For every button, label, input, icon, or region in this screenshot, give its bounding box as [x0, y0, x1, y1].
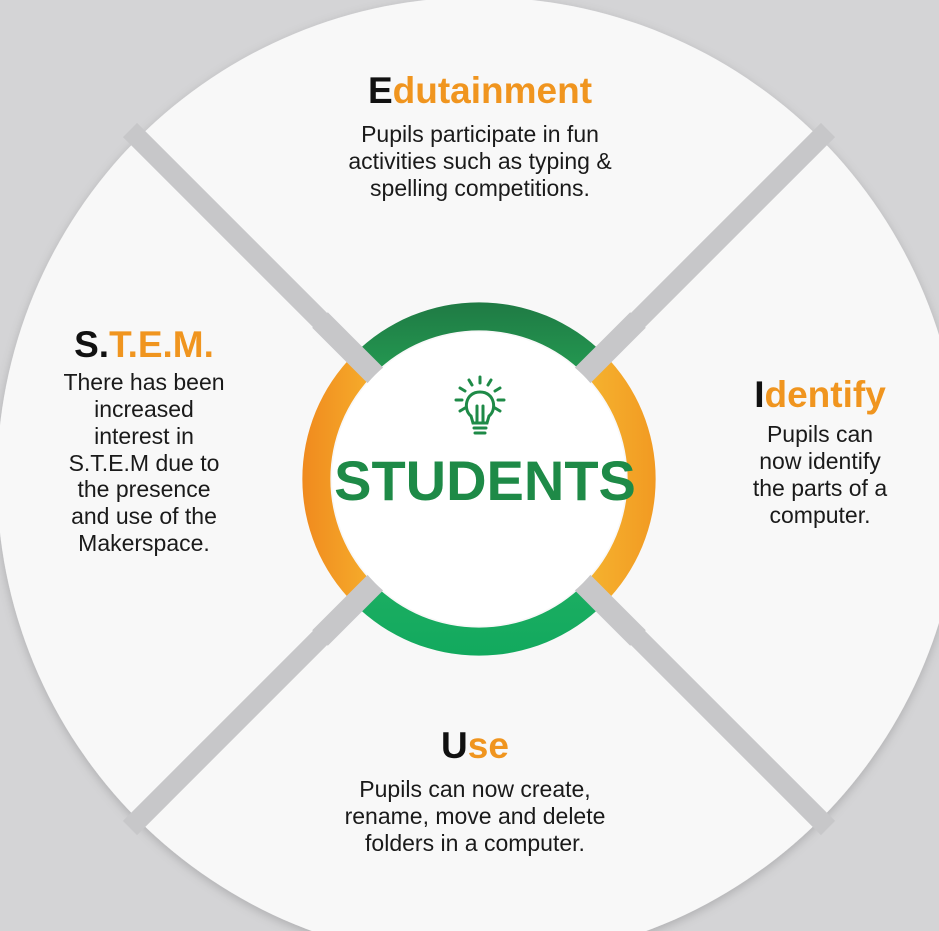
- heading-initial: S.: [74, 324, 110, 365]
- description-line: Pupils participate in fun: [361, 120, 599, 147]
- segment-heading: S.T.E.M.: [40, 324, 248, 365]
- ring-segment-left: [302, 354, 374, 604]
- segment-use: Use Pupils can now create, rename, move …: [290, 725, 660, 857]
- heading-rest: T.E.M.: [109, 324, 214, 365]
- description-line: There has been: [63, 368, 225, 395]
- segment-heading: Identify: [720, 374, 920, 415]
- ring-segment-top: [354, 302, 604, 374]
- segment-identify: Identify Pupils can now identify the par…: [720, 374, 920, 529]
- description-line: rename, move and delete: [344, 802, 606, 829]
- segment-edutainment: Edutainment Pupils participate in fun ac…: [280, 70, 680, 202]
- heading-rest: se: [467, 725, 509, 766]
- ring-segment-right: [584, 354, 656, 604]
- ring-segment-bottom: [354, 584, 604, 656]
- description-line: now identify: [759, 447, 881, 474]
- segment-description: Pupils can now create, rename, move and …: [290, 776, 660, 857]
- description-line: Makerspace.: [78, 530, 210, 557]
- description-line: spelling competitions.: [370, 174, 590, 201]
- heading-rest: dutainment: [392, 70, 593, 111]
- heading-initial: E: [367, 70, 393, 111]
- description-line: Pupils can now create,: [359, 775, 591, 802]
- description-line: the parts of a: [752, 474, 888, 501]
- description-line: activities such as typing &: [348, 147, 612, 174]
- description-line: S.T.E.M due to: [68, 449, 220, 476]
- heading-initial: U: [441, 725, 468, 766]
- center-title: STUDENTS: [334, 449, 636, 512]
- segment-heading: Use: [290, 725, 660, 766]
- segment-description: Pupils can now identify the parts of a c…: [720, 421, 920, 529]
- inner-ring: [302, 302, 656, 656]
- segment-description: Pupils participate in fun activities suc…: [280, 121, 680, 202]
- description-line: Pupils can: [766, 420, 874, 447]
- segment-heading: Edutainment: [280, 70, 680, 111]
- lightbulb-icon: [454, 375, 506, 435]
- description-line: and use of the: [71, 503, 217, 530]
- segment-description: There has been increased interest in S.T…: [40, 369, 248, 557]
- description-line: interest in: [94, 422, 194, 449]
- heading-initial: I: [754, 374, 765, 415]
- description-line: computer.: [769, 501, 871, 528]
- description-line: the presence: [77, 476, 211, 503]
- description-line: increased: [94, 395, 194, 422]
- segment-stem: S.T.E.M. There has been increased intere…: [40, 324, 248, 557]
- description-line: folders in a computer.: [365, 829, 585, 856]
- center-disc: [332, 332, 626, 626]
- heading-rest: dentify: [764, 374, 886, 415]
